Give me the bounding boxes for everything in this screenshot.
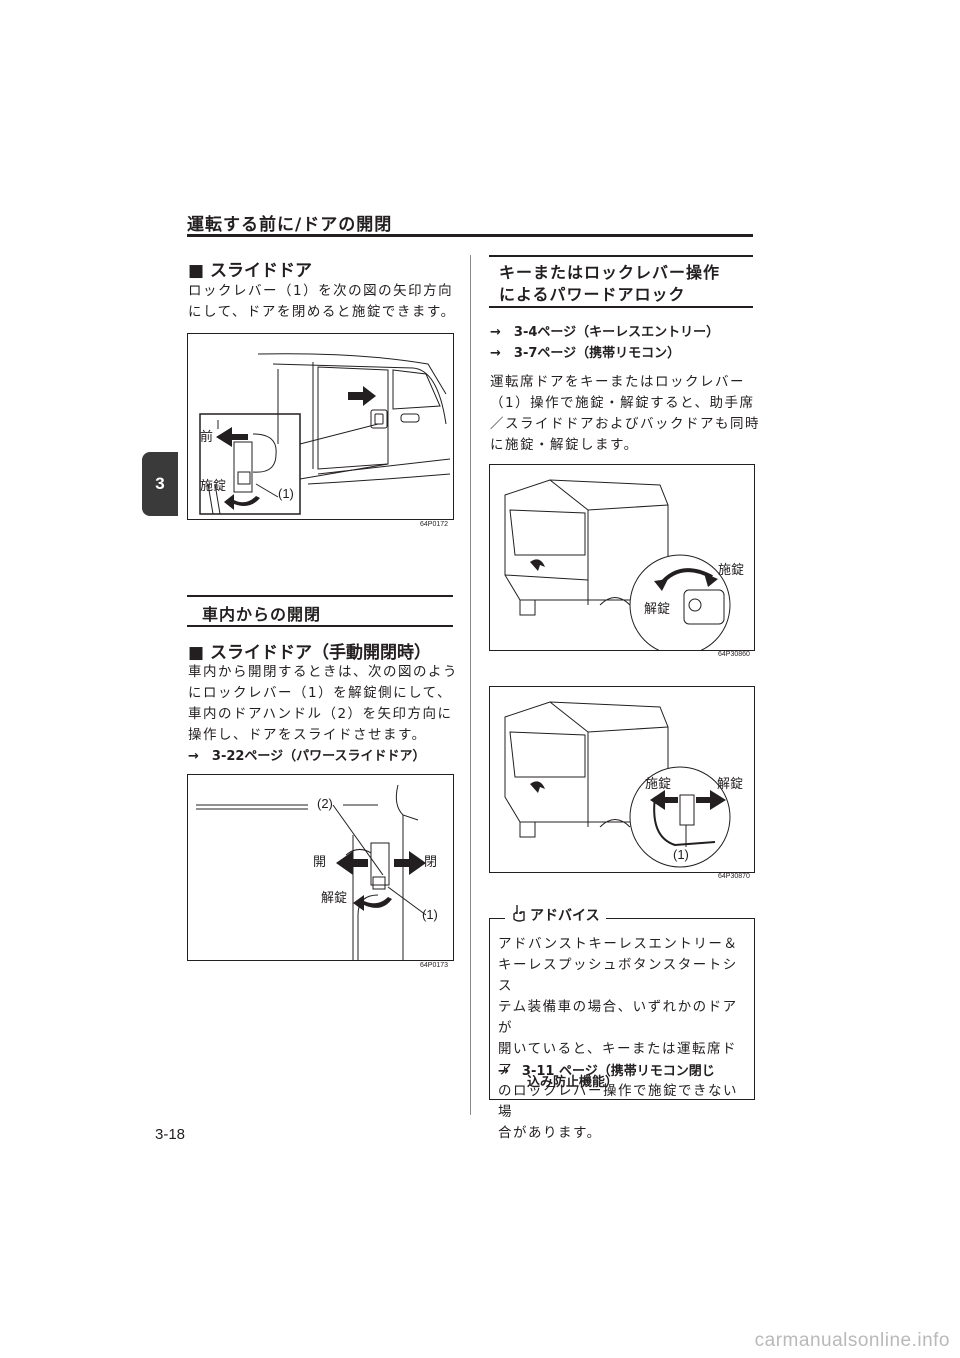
figure-slide-door-lock: 前 施錠 (1) [187, 333, 454, 520]
watermark: carmanualsonline.info [754, 1330, 950, 1351]
figure-code: 64P30860 [718, 651, 750, 658]
advice-text: アドバンストキーレスエントリー＆ キーレスプッシュボタンスタートシス テム装備車… [498, 934, 750, 1144]
text-line: キーレスプッシュボタンスタートシス [498, 957, 738, 994]
ref-link-power-slide[interactable]: → 3-22ページ（パワースライドドア） [188, 749, 426, 764]
text-line: にロックレバー（1）を解錠側にして、 [188, 685, 453, 701]
section-title-power-lock: キーまたはロックレバー操作 によるパワードアロック [499, 262, 720, 306]
text-line: 運転席ドアをキーまたはロックレバー [490, 374, 745, 390]
text-line: 車内から開閉するときは、次の図のよう [188, 664, 458, 680]
fig2-label-close: 閉 [424, 855, 438, 870]
figure-inner-handle: (2) 開 閉 解錠 (1) [187, 774, 454, 961]
ref-link-remote-lockout[interactable]: → 3-11 ページ（携帯リモコン閉じ [498, 1064, 715, 1079]
section-title-inside: 車内からの開閉 [202, 605, 322, 624]
slide-door-heading: ■ スライドドア [188, 261, 312, 281]
ref-link-keyless[interactable]: → 3-4ページ（キーレスエントリー） [490, 325, 720, 340]
advice-title-text: アドバイス [530, 908, 600, 924]
fig2-label-handle: (2) [317, 796, 333, 811]
text-line: に施錠・解錠します。 [490, 437, 639, 453]
van-lever-illustration [504, 701, 731, 868]
hand-pointer-icon [511, 904, 527, 926]
text-line: のロックレバー操作で施錠できない場 [498, 1083, 738, 1120]
fig4-label-unlock: 解錠 [717, 777, 744, 792]
text-line: 車内のドアハンドル（2）を矢印方向に [188, 706, 453, 722]
text-line: （1）操作で施錠・解錠すると、助手席 [490, 395, 755, 411]
text-line: にして、ドアを閉めると施錠できます。 [188, 304, 456, 320]
fig2-label-unlock: 解錠 [321, 891, 348, 906]
text-line: テム装備車の場合、いずれかのドアが [498, 999, 738, 1036]
figure-code: 64P0173 [420, 962, 449, 969]
slide-door-illustration [199, 353, 451, 515]
advice-title: アドバイス [505, 904, 606, 926]
page-header-title: 運転する前に/ドアの開閉 [187, 215, 393, 235]
fig1-label-front: 前 [200, 430, 214, 445]
text-line: ／スライドドアおよびバックドアも同時 [490, 416, 760, 432]
advice-box [489, 918, 755, 1100]
text-line: 合があります。 [498, 1125, 602, 1141]
ref-link-remote[interactable]: → 3-7ページ（携帯リモコン） [490, 346, 681, 361]
chapter-tab[interactable]: 3 [142, 452, 178, 516]
header-rule [187, 234, 753, 237]
manual-heading: ■ スライドドア（手動開閉時） [188, 643, 431, 663]
section-rule-top [489, 255, 753, 257]
figure-key-lock: 施錠 解錠 [489, 464, 755, 656]
title-line: によるパワードアロック [499, 285, 686, 304]
ref-link-remote-lockout-cont[interactable]: 込み防止機能） [527, 1075, 619, 1090]
fig3-label-unlock: 解錠 [644, 602, 671, 617]
text-line: 開いていると、キーまたは運転席ドア [498, 1041, 738, 1078]
inner-handle-illustration [196, 784, 427, 960]
power-lock-text: 運転席ドアをキーまたはロックレバー （1）操作で施錠・解錠すると、助手席 ／スラ… [490, 372, 760, 456]
text-line: 操作し、ドアをスライドさせます。 [188, 727, 427, 743]
fig3-label-lock: 施錠 [718, 563, 745, 578]
fig4-label-lever: (1) [673, 847, 689, 862]
text-line: アドバンストキーレスエントリー＆ [498, 936, 739, 952]
figure-code: 64P30870 [718, 873, 750, 880]
column-divider [470, 255, 471, 1115]
section-rule-top [187, 595, 453, 597]
fig2-label-open: 開 [313, 855, 327, 870]
section-rule-bottom [187, 625, 453, 627]
title-line: キーまたはロックレバー操作 [499, 263, 721, 282]
text-line: ロックレバー（1）を次の図の矢印方向 [188, 283, 454, 299]
page-number: 3-18 [155, 1126, 186, 1143]
fig4-label-lock: 施錠 [645, 777, 672, 792]
figure-code: 64P0172 [420, 521, 449, 528]
slide-door-text: ロックレバー（1）を次の図の矢印方向 にして、ドアを閉めると施錠できます。 [188, 281, 458, 323]
fig2-label-lever: (1) [422, 907, 438, 922]
figure-lever-lock: 施錠 解錠 (1) [489, 686, 755, 873]
manual-text: 車内から開閉するときは、次の図のよう にロックレバー（1）を解錠側にして、 車内… [188, 662, 460, 746]
section-rule-bottom [489, 306, 753, 308]
fig1-label-lever: (1) [278, 486, 294, 501]
van-key-illustration [504, 479, 731, 656]
fig1-label-lock: 施錠 [200, 479, 227, 494]
